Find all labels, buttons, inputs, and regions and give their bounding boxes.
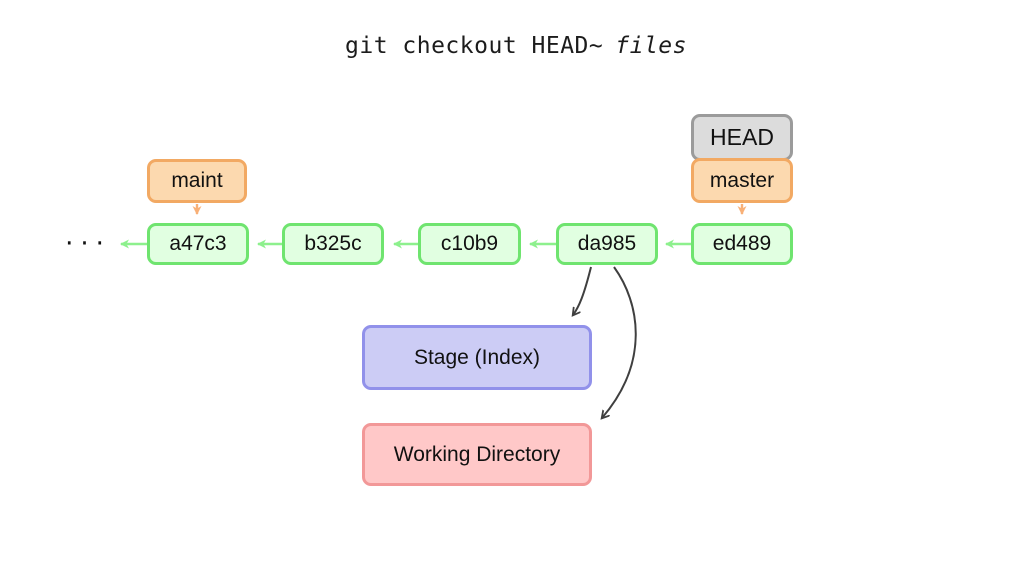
title-argument: files xyxy=(615,33,687,59)
stage-index-node: Stage (Index) xyxy=(362,325,592,390)
master-branch-label: master xyxy=(709,168,775,192)
commit-node-ed489: ed489 xyxy=(691,223,793,265)
title-command: git checkout HEAD~ xyxy=(345,33,604,59)
commit-label: c10b9 xyxy=(440,232,499,255)
maint-branch-label: maint xyxy=(171,169,223,192)
edge-da985-to-stage xyxy=(573,266,592,315)
stage-index-label: Stage (Index) xyxy=(413,345,541,369)
commit-label: a47c3 xyxy=(169,232,227,255)
commit-node-b325c: b325c xyxy=(282,223,384,265)
working-directory-label: Working Directory xyxy=(393,442,561,466)
diagram-title: git checkout HEAD~ files xyxy=(0,33,1032,59)
commit-label: ed489 xyxy=(712,232,772,255)
edge-da985-to-working-directory xyxy=(602,266,637,418)
commit-label: da985 xyxy=(577,232,637,255)
commit-node-c10b9: c10b9 xyxy=(418,223,521,265)
master-branch-node: master xyxy=(691,158,793,203)
head-ref-node: HEAD xyxy=(691,114,793,161)
maint-branch-node: maint xyxy=(147,159,247,203)
working-directory-node: Working Directory xyxy=(362,423,592,486)
commit-node-a47c3: a47c3 xyxy=(147,223,249,265)
history-ellipsis: ··· xyxy=(65,229,111,259)
commit-node-da985: da985 xyxy=(556,223,658,265)
commit-label: b325c xyxy=(304,232,362,255)
head-ref-label: HEAD xyxy=(710,124,774,150)
